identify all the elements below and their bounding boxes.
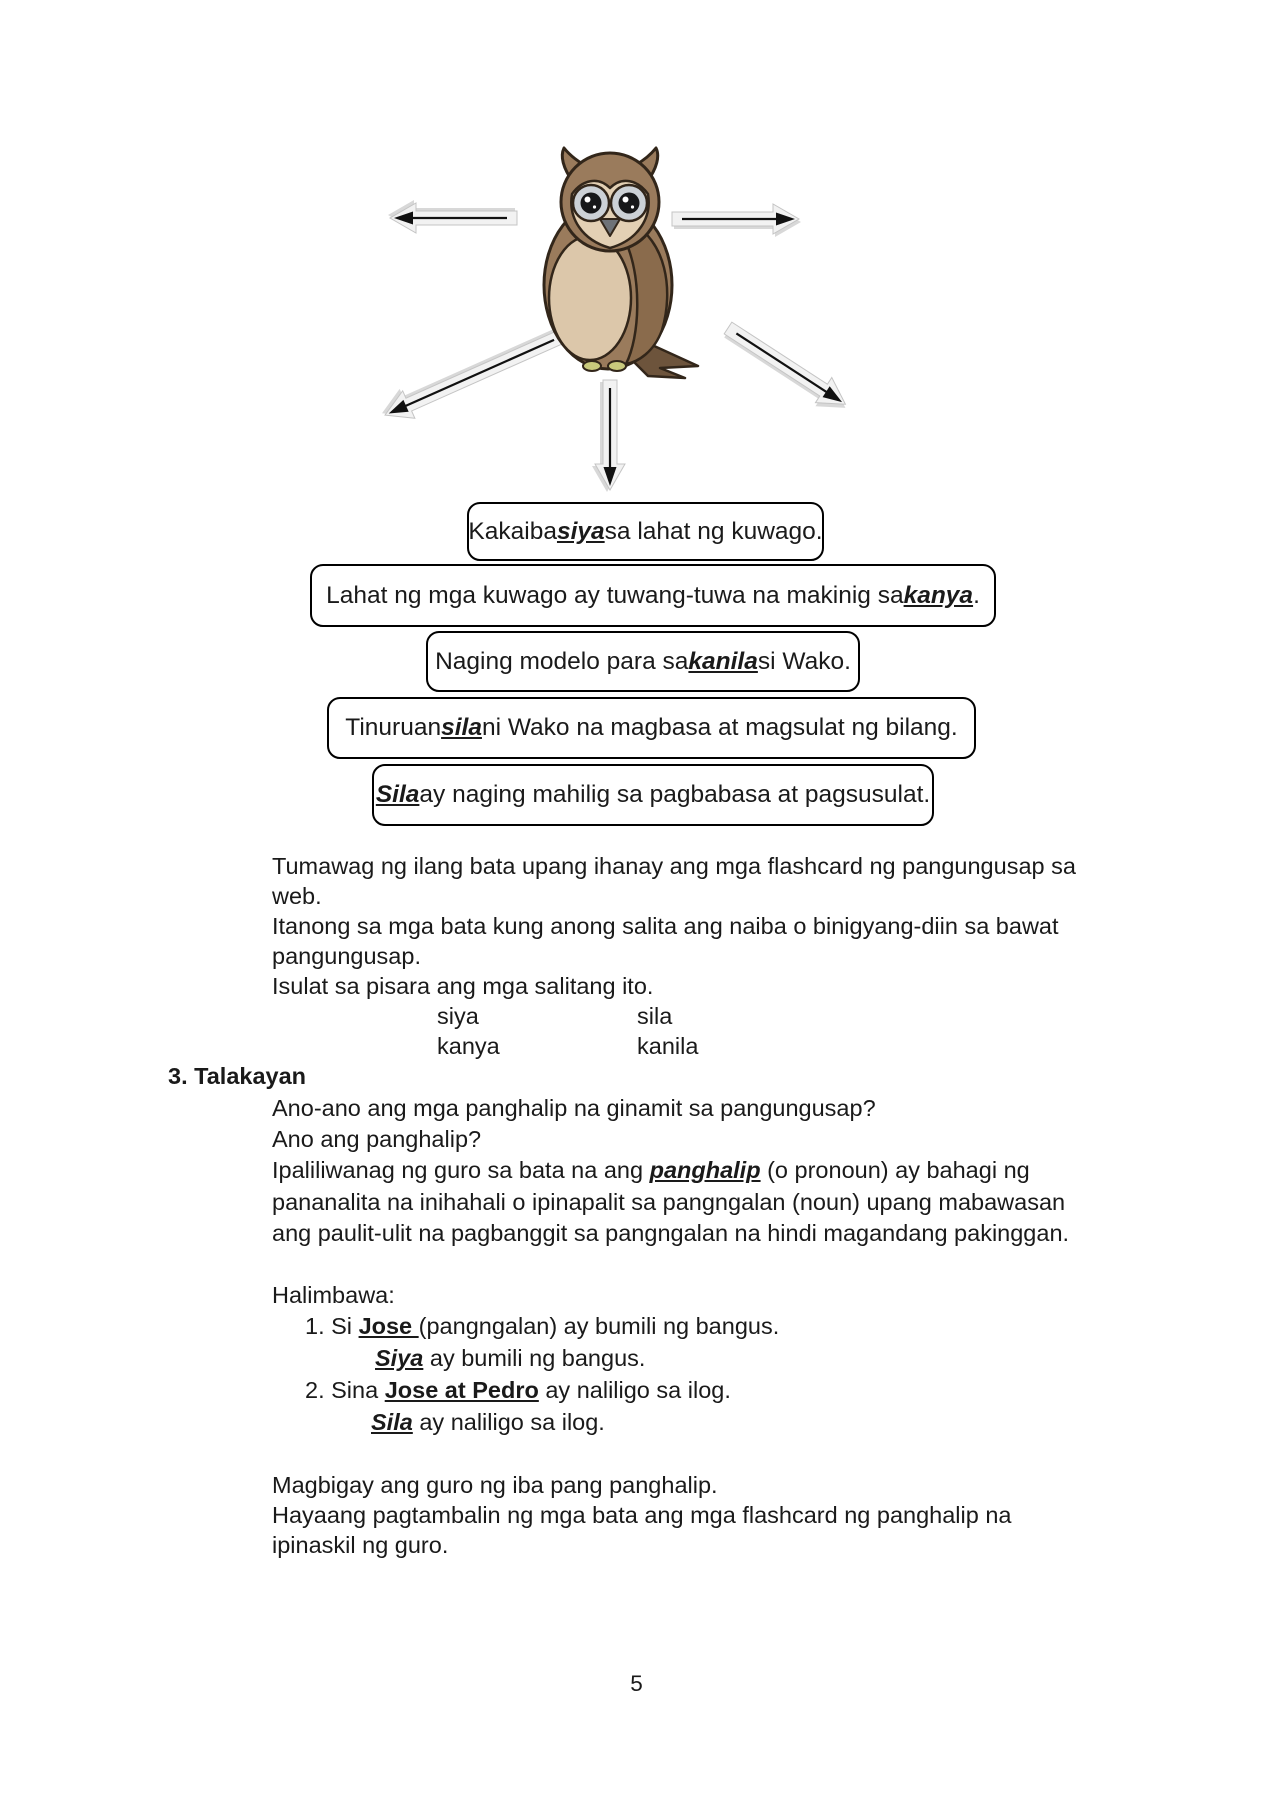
pronoun-word: sila bbox=[637, 1003, 673, 1029]
example-line: 2. Sina Jose at Pedro ay naliligo sa ilo… bbox=[305, 1377, 731, 1403]
arrow-right-icon bbox=[670, 202, 803, 239]
text-line: Ano ang panghalip? bbox=[272, 1126, 482, 1152]
arrow-down-left-icon bbox=[374, 317, 573, 431]
flow-box: Lahat ng mga kuwago ay tuwang-tuwa na ma… bbox=[310, 564, 996, 627]
example-line: Sila ay naliligo sa ilog. bbox=[371, 1409, 605, 1435]
flow-box: Kakaiba siya sa lahat ng kuwago. bbox=[467, 502, 824, 561]
owl-clipart bbox=[542, 146, 700, 380]
text-line: Tumawag ng ilang bata upang ihanay ang m… bbox=[272, 853, 1076, 879]
example-label: Halimbawa: bbox=[272, 1282, 395, 1308]
text-line: Isulat sa pisara ang mga salitang ito. bbox=[272, 973, 654, 999]
pronoun-word: siya bbox=[437, 1003, 479, 1029]
page-number: 5 bbox=[630, 1671, 643, 1696]
owl-web-diagram bbox=[374, 146, 857, 494]
pronoun-word: kanya bbox=[437, 1033, 500, 1059]
text-line: ang paulit-ulit na pagbanggit sa pangnga… bbox=[272, 1220, 1070, 1246]
flow-box: Naging modelo para sa kanila si Wako. bbox=[426, 631, 860, 692]
arrow-down-right-icon bbox=[717, 314, 857, 422]
example-line: Siya ay bumili ng bangus. bbox=[375, 1345, 646, 1371]
text-line: Hayaang pagtambalin ng mga bata ang mga … bbox=[272, 1502, 1012, 1528]
text-line: ipinaskil ng guro. bbox=[272, 1532, 449, 1558]
flow-box: Tinuruan sila ni Wako na magbasa at mags… bbox=[327, 697, 976, 759]
arrow-left-icon bbox=[386, 198, 519, 235]
text-line: pananalita na inihahali o ipinapalit sa … bbox=[272, 1189, 1066, 1215]
pronoun-word: kanila bbox=[637, 1033, 699, 1059]
arrow-down-icon bbox=[590, 378, 627, 494]
text-line: Ano-ano ang mga panghalip na ginamit sa … bbox=[272, 1095, 876, 1121]
example-line: 1. Si Jose (pangngalan) ay bumili ng ban… bbox=[305, 1313, 780, 1339]
flow-box: Sila ay naging mahilig sa pagbabasa at p… bbox=[372, 764, 934, 826]
text-line: Itanong sa mga bata kung anong salita an… bbox=[272, 913, 1059, 939]
text-line: web. bbox=[272, 883, 322, 909]
section-heading: 3. Talakayan bbox=[168, 1063, 307, 1089]
text-line: pangungusap. bbox=[272, 943, 421, 969]
text-line: Ipaliliwanag ng guro sa bata na ang pang… bbox=[272, 1157, 1030, 1183]
text-line: Magbigay ang guro ng iba pang panghalip. bbox=[272, 1472, 718, 1498]
